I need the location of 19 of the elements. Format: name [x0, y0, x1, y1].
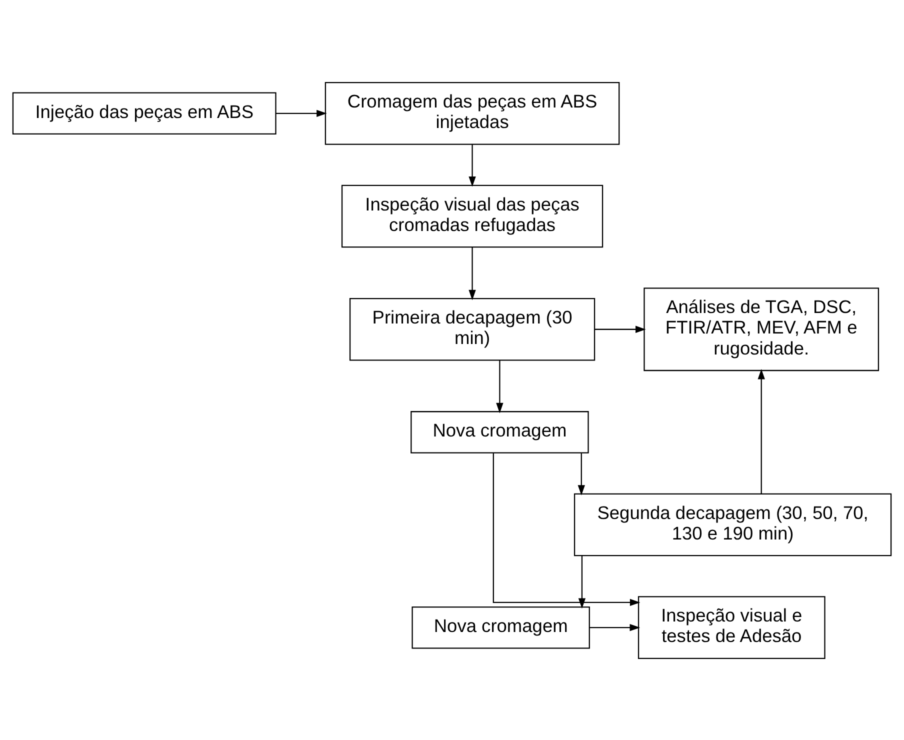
node-box: Nova cromagem: [412, 606, 590, 648]
arrow: [578, 452, 585, 495]
arrow: [594, 325, 646, 332]
arrow: [492, 452, 640, 606]
arrow: [468, 144, 476, 186]
node-box: Primeira decapagem (30 min): [349, 297, 596, 360]
arrow: [496, 360, 504, 413]
arrow: [578, 555, 586, 608]
arrow: [276, 109, 327, 117]
node-box: Segunda decapagem (30, 50, 70, 130 e 190 min): [574, 492, 892, 556]
node-box: Inspeção visual das peças cromadas refugadas: [341, 184, 604, 248]
node-box: Cromagem das peças em ABS injetadas: [324, 82, 620, 144]
arrow: [758, 368, 765, 494]
arrow: [589, 623, 640, 631]
node-box: Nova cromagem: [410, 410, 589, 453]
node-box: Inspeção visual e testes de Adesão: [638, 596, 826, 658]
node-box: Análises de TGA, DSC, FTIR/ATR, MEV, AFM e rugosidade.: [644, 287, 880, 371]
arrow: [468, 246, 476, 300]
node-box: Injeção das peças em ABS: [12, 92, 276, 134]
